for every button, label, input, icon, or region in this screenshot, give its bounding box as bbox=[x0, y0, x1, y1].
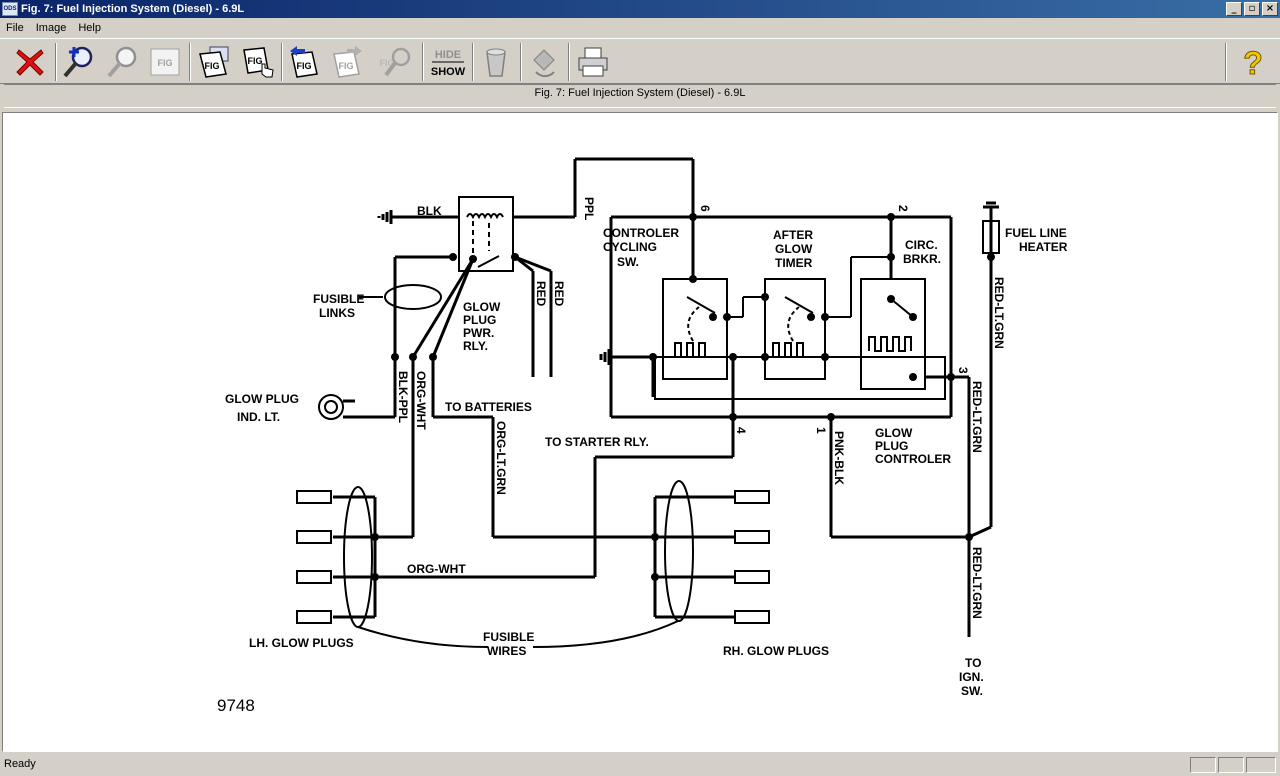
status-panel bbox=[1190, 757, 1216, 773]
menu-bar: File Image Help bbox=[0, 18, 1280, 38]
minimize-button[interactable]: _ bbox=[1226, 2, 1242, 16]
label-fuel-line-heater-2: HEATER bbox=[1019, 240, 1068, 254]
status-bar: Ready bbox=[0, 755, 1280, 776]
label-circ-brkr-1: CIRC. bbox=[905, 238, 938, 252]
label-glow-plug-controler-1: GLOW bbox=[875, 426, 913, 440]
label-ppl: PPL bbox=[582, 197, 596, 220]
label-controler-cycling-sw-1: CONTROLER bbox=[603, 226, 679, 240]
label-glow-plug-controler-3: CONTROLER bbox=[875, 452, 951, 466]
label-glow-plug-pwr-rly-2: PLUG bbox=[463, 313, 496, 327]
next-fig-icon-text: FIG bbox=[339, 61, 354, 71]
label-glow-plug-ind-lt-2: IND. LT. bbox=[237, 410, 280, 424]
restore-button[interactable]: ▫ bbox=[1244, 2, 1260, 16]
label-glow-plug-pwr-rly-3: PWR. bbox=[463, 326, 494, 340]
label-to-ign-sw-1: TO bbox=[965, 656, 981, 670]
label-glow-plug-controler-2: PLUG bbox=[875, 439, 908, 453]
toolbar-separator bbox=[281, 43, 283, 81]
figure-number: 9748 bbox=[217, 696, 255, 715]
label-terminal-1: 1 bbox=[814, 427, 828, 434]
hide-show-icon[interactable]: HIDE SHOW bbox=[428, 42, 468, 82]
label-org-wht-horizontal: ORG-WHT bbox=[407, 562, 466, 576]
title-bar: ODS Fig. 7: Fuel Injection System (Diese… bbox=[0, 0, 1280, 18]
label-controler-cycling-sw-3: SW. bbox=[617, 255, 639, 269]
printer-icon[interactable] bbox=[573, 42, 613, 82]
app-icon: ODS bbox=[2, 2, 18, 16]
close-x-icon[interactable] bbox=[10, 42, 50, 82]
status-panel bbox=[1218, 757, 1244, 773]
zoom-in-icon[interactable] bbox=[58, 42, 98, 82]
label-terminal-6: 6 bbox=[698, 205, 712, 212]
diagram-canvas[interactable]: BLK PPL CONTROLER CYCLING SW. AFTER GLOW… bbox=[2, 112, 1278, 752]
label-terminal-4: 4 bbox=[734, 427, 748, 434]
fig-list-icon-text: FIG bbox=[205, 61, 220, 71]
hide-label: HIDE bbox=[435, 49, 461, 61]
fig-icon-text: FIG bbox=[158, 58, 173, 68]
label-fusible-links-2: LINKS bbox=[319, 306, 355, 320]
status-text: Ready bbox=[4, 758, 36, 770]
toolbar-separator bbox=[520, 43, 522, 81]
fig-list-icon[interactable]: FIG bbox=[194, 42, 234, 82]
bucket-icon[interactable] bbox=[476, 42, 516, 82]
help-glyph: ? bbox=[1243, 45, 1263, 80]
window-title: Fig. 7: Fuel Injection System (Diesel) -… bbox=[21, 3, 245, 15]
label-after-glow-timer-2: GLOW bbox=[775, 242, 813, 256]
label-red: RED bbox=[534, 281, 548, 307]
label-to-starter-rly: TO STARTER RLY. bbox=[545, 435, 649, 449]
next-fig-icon[interactable]: FIG bbox=[328, 42, 368, 82]
prev-fig-icon[interactable]: FIG bbox=[284, 42, 324, 82]
label-org-lt-grn: ORG-LT.GRN bbox=[494, 421, 508, 495]
zoom-out-icon[interactable] bbox=[102, 42, 142, 82]
label-to-ign-sw-2: IGN. bbox=[959, 670, 984, 684]
toolbar-separator bbox=[55, 43, 57, 81]
label-lh-glow-plugs: LH. GLOW PLUGS bbox=[249, 636, 354, 650]
toolbar: FIG FIG FIG FIG FIG FIG HIDE SHOW ? bbox=[0, 38, 1280, 84]
toolbar-separator bbox=[422, 43, 424, 81]
status-panel bbox=[1246, 757, 1276, 773]
fig-icon[interactable]: FIG bbox=[145, 42, 185, 82]
toolbar-separator bbox=[472, 43, 474, 81]
label-terminal-3: 3 bbox=[956, 367, 970, 374]
figure-caption: Fig. 7: Fuel Injection System (Diesel) -… bbox=[4, 84, 1276, 108]
rotate-icon[interactable] bbox=[524, 42, 564, 82]
fig-pointer-icon[interactable]: FIG bbox=[238, 42, 278, 82]
label-fusible-wires-2: WIRES bbox=[487, 644, 526, 658]
label-fusible-wires-1: FUSIBLE bbox=[483, 630, 534, 644]
help-icon[interactable]: ? bbox=[1233, 42, 1273, 82]
label-terminal-2: 2 bbox=[896, 205, 910, 212]
toolbar-separator bbox=[189, 43, 191, 81]
find-fig-icon-text: FIG bbox=[380, 58, 395, 68]
label-blk-ppl: BLK-PPL bbox=[396, 371, 410, 423]
label-glow-plug-pwr-rly-4: RLY. bbox=[463, 339, 488, 353]
label-fusible-links-1: FUSIBLE bbox=[313, 292, 364, 306]
fig-pointer-icon-text: FIG bbox=[248, 56, 263, 66]
label-org-wht-vertical: ORG-WHT bbox=[414, 371, 428, 430]
label-red-2: RED bbox=[552, 281, 566, 307]
label-fuel-line-heater-1: FUEL LINE bbox=[1005, 226, 1067, 240]
menu-help[interactable]: Help bbox=[78, 22, 101, 34]
show-label: SHOW bbox=[431, 66, 466, 78]
label-rh-glow-plugs: RH. GLOW PLUGS bbox=[723, 644, 829, 658]
prev-fig-icon-text: FIG bbox=[297, 61, 312, 71]
wiring-diagram: BLK PPL CONTROLER CYCLING SW. AFTER GLOW… bbox=[217, 157, 1068, 715]
label-blk: BLK bbox=[417, 204, 442, 218]
close-button[interactable]: × bbox=[1262, 2, 1278, 16]
label-glow-plug-ind-lt-1: GLOW PLUG bbox=[225, 392, 299, 406]
label-red-lt-grn-top: RED-LT.GRN bbox=[992, 277, 1006, 349]
toolbar-separator bbox=[568, 43, 570, 81]
label-to-batteries: TO BATTERIES bbox=[445, 400, 532, 414]
label-glow-plug-pwr-rly-1: GLOW bbox=[463, 300, 501, 314]
toolbar-separator bbox=[1225, 43, 1227, 81]
label-red-lt-grn-mid: RED-LT.GRN bbox=[970, 381, 984, 453]
label-after-glow-timer-1: AFTER bbox=[773, 228, 813, 242]
menu-image[interactable]: Image bbox=[35, 22, 67, 34]
label-controler-cycling-sw-2: CYCLING bbox=[603, 240, 657, 254]
find-fig-icon[interactable]: FIG bbox=[375, 42, 415, 82]
label-red-lt-grn-bottom: RED-LT.GRN bbox=[970, 547, 984, 619]
label-circ-brkr-2: BRKR. bbox=[903, 252, 941, 266]
label-pnk-blk: PNK-BLK bbox=[832, 431, 846, 485]
menu-file[interactable]: File bbox=[6, 22, 24, 34]
label-after-glow-timer-3: TIMER bbox=[775, 256, 813, 270]
label-to-ign-sw-3: SW. bbox=[961, 684, 983, 698]
